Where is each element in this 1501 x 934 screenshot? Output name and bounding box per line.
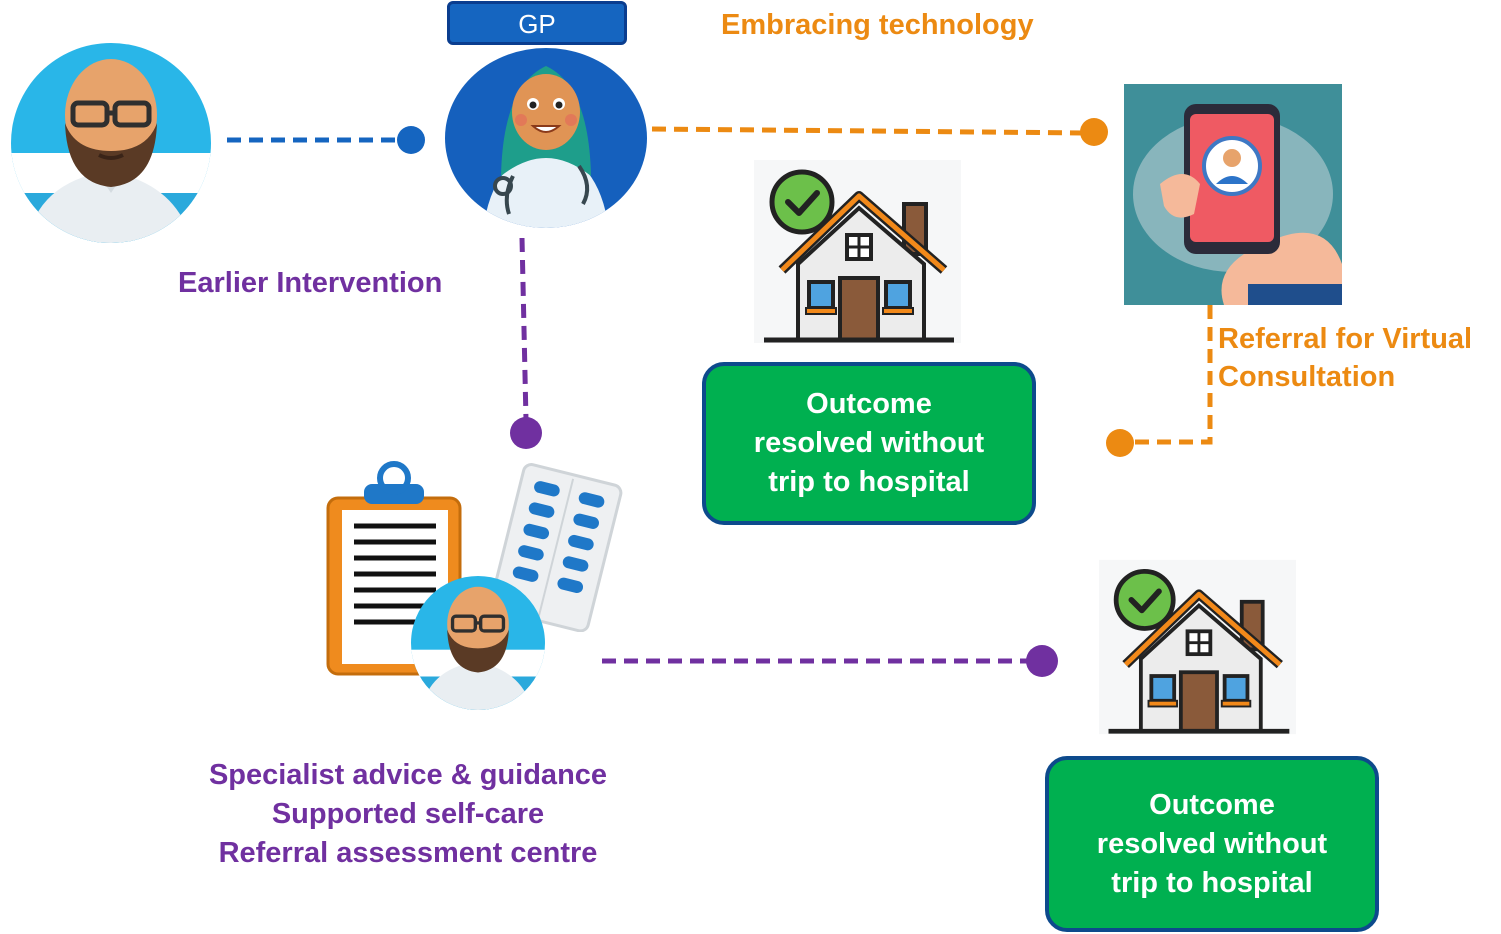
embracing-technology-label: Embracing technology [721,9,1034,41]
pill-pack-icon [489,463,623,632]
purple-dot-right [1026,645,1058,677]
outcome-1-line-1: Outcome [806,388,932,420]
outcome-2-line-3: trip to hospital [1111,866,1313,899]
outcome-box-2: Outcome resolved without trip to hospita… [1045,756,1379,932]
earlier-intervention-label: Earlier Intervention [178,267,443,299]
orange-connector-top [651,126,1091,136]
gp-doctor-icon [445,48,647,228]
outcome-2-line-2: resolved without [1096,827,1328,860]
house-check-icon [754,160,961,343]
orange-connector-down [1124,305,1213,445]
patient-avatar-small-icon [411,576,545,710]
orange-dot-bottom [1106,429,1134,457]
outcome-1-line-2: resolved without [753,427,985,459]
orange-dot-top [1080,118,1108,146]
outcome-2-line-1: Outcome [1149,788,1275,821]
purple-dot-top [510,417,542,449]
specialist-text: Specialist advice & guidance Supported s… [168,756,648,873]
referral-virtual-line-2: Consultation [1218,361,1396,393]
patient-avatar-icon [11,43,211,243]
specialist-line-1: Specialist advice & guidance [208,759,608,791]
phone-consultation-icon [1124,84,1342,305]
referral-virtual-line-1: Referral for Virtual [1218,323,1473,355]
house-check-icon-2 [1099,559,1296,735]
blue-dot [397,126,425,154]
outcome-1-line-3: trip to hospital [768,466,970,498]
outcome-box-1: Outcome resolved without trip to hospita… [702,362,1036,525]
purple-connector-down [519,237,529,421]
referral-virtual-label: Referral for Virtual Consultation [1218,320,1472,396]
gp-tag: GP [447,1,627,45]
specialist-line-3: Referral assessment centre [218,837,598,869]
specialist-line-2: Supported self-care [271,798,545,830]
